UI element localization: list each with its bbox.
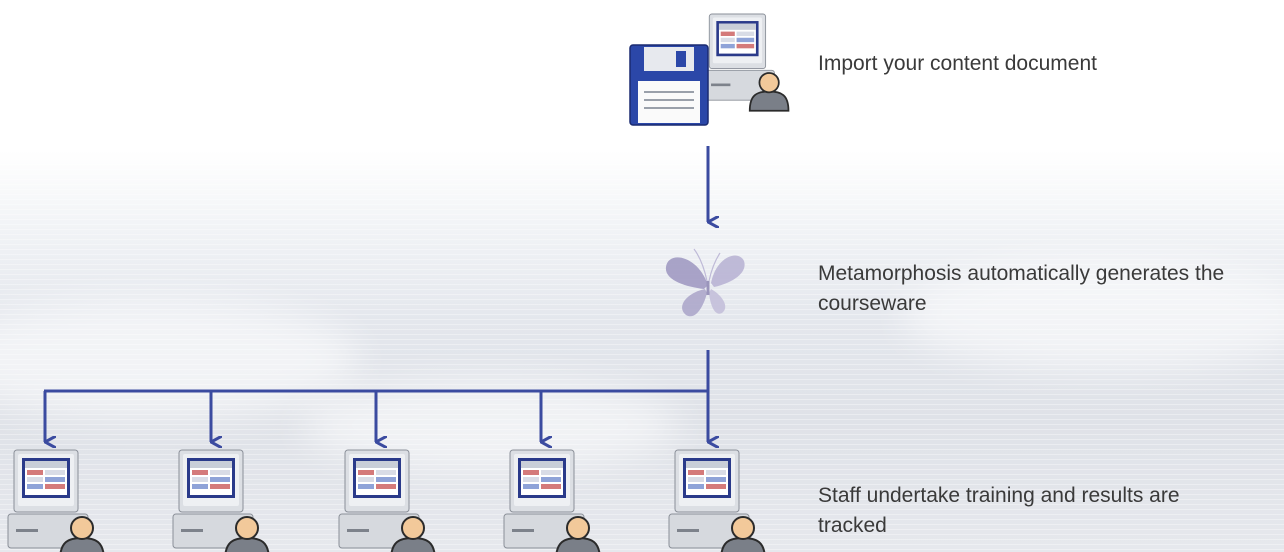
staff-computer-3-icon: [338, 449, 436, 552]
import-step-label: Import your content document: [818, 52, 1097, 75]
import-computer-user-icon: [703, 13, 790, 112]
butterfly-icon: [665, 248, 745, 317]
track-step-label: Staff undertake training and results are…: [818, 484, 1180, 537]
cloud: [0, 300, 360, 420]
staff-computer-2-icon: [172, 449, 270, 552]
generate-step-label: Metamorphosis automatically generates th…: [818, 262, 1225, 315]
staff-computer-4-icon: [503, 449, 601, 552]
cloud: [900, 260, 1284, 370]
staff-computer-5-icon: [668, 449, 766, 552]
staff-computer-1-icon: [7, 449, 105, 552]
floppy-disk-icon: [629, 44, 709, 126]
